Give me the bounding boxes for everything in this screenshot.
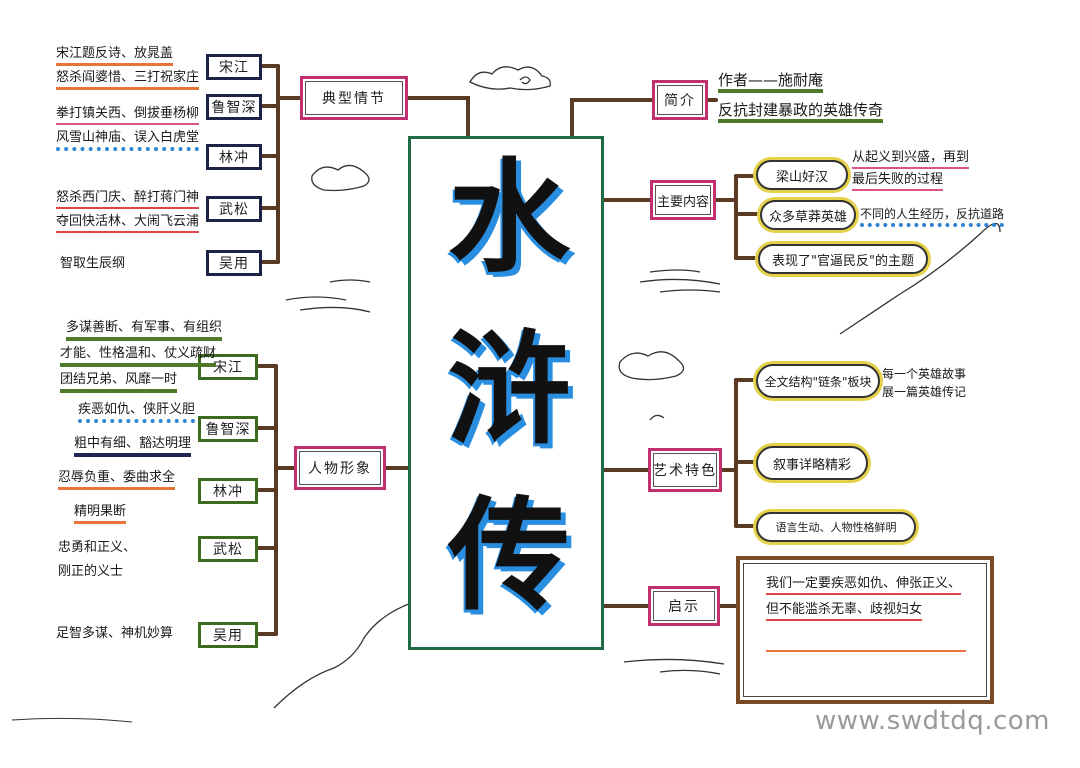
chars-tag-luzhishen: 鲁智深: [198, 416, 258, 442]
chars-linchong-line-1: 忍辱负重、委曲求全: [58, 470, 176, 490]
branch-content: 主要内容: [650, 180, 716, 220]
art-bubble-3: 语言生动、人物性格鲜明: [756, 512, 916, 542]
chars-linchong-line-2: 精明果断: [74, 504, 127, 524]
content-note-2: 最后失败的过程: [852, 172, 944, 191]
plots-tag-wuyong: 吴用: [206, 250, 262, 276]
branch-insight: 启示: [648, 586, 720, 626]
title-char-2: 浒: [448, 317, 570, 461]
chars-tag-wusong: 武松: [198, 536, 258, 562]
insight-box: 我们一定要疾恶如仇、伸张正义、 但不能滥杀无辜、歧视妇女: [736, 556, 994, 704]
plots-songjiang-line-1: 宋江题反诗、放晁盖: [56, 46, 174, 66]
plots-tag-wusong: 武松: [206, 196, 262, 222]
branch-characters: 人物形象: [294, 446, 386, 490]
chars-songjiang-line-1: 多谋善断、有军事、有组织: [66, 320, 223, 341]
chars-wusong-line-1: 忠勇和正义、: [58, 540, 137, 555]
insight-line-2: 但不能滥杀无辜、歧视妇女: [766, 602, 923, 621]
branch-intro: 简介: [652, 80, 708, 120]
branch-plots: 典型情节: [300, 76, 408, 120]
content-bubble-1: 梁山好汉: [756, 160, 848, 190]
plots-wusong-line-1: 怒杀西门庆、醉打蒋门神: [56, 190, 200, 209]
insight-blank-line: [766, 650, 966, 652]
art-note-1: 每一个英雄故事: [882, 367, 967, 381]
content-note-1: 从起义到兴盛，再到: [852, 150, 970, 169]
chars-tag-songjiang: 宋江: [198, 354, 258, 380]
chars-luzhishen-line-2: 粗中有细、豁达明理: [74, 436, 192, 457]
intro-line-2: 反抗封建暴政的英雄传奇: [718, 102, 884, 123]
content-note-3: 不同的人生经历，反抗道路: [860, 206, 1005, 227]
plots-luzhishen-line-2: 风雪山神庙、误入白虎堂: [56, 130, 200, 151]
plots-songjiang-line-2: 怒杀阎婆惜、三打祝家庄: [56, 70, 200, 90]
content-bubble-3: 表现了"官逼民反"的主题: [758, 244, 928, 274]
branch-art: 艺术特色: [648, 448, 722, 492]
plots-tag-luzhishen: 鲁智深: [206, 94, 262, 120]
chars-songjiang-line-2: 才能、性格温和、仗义疏财: [60, 346, 217, 367]
watermark: www.swdtdq.com: [815, 706, 1050, 736]
plots-tag-songjiang: 宋江: [206, 54, 262, 80]
chars-tag-wuyong: 吴用: [198, 622, 258, 648]
chars-tag-linchong: 林冲: [198, 478, 258, 504]
intro-line-1: 作者——施耐庵: [718, 72, 824, 93]
title-char-3: 传: [448, 483, 570, 627]
title-char-1: 水: [448, 145, 570, 289]
insight-line-1: 我们一定要疾恶如仇、伸张正义、: [766, 576, 962, 595]
content-bubble-2: 众多草莽英雄: [760, 200, 856, 230]
art-bubble-2: 叙事详略精彩: [756, 446, 868, 480]
chars-luzhishen-line-1: 疾恶如仇、侠肝义胆: [78, 402, 196, 423]
plots-wusong-line-2: 夺回快活林、大闹飞云浦: [56, 214, 200, 233]
chars-songjiang-line-3: 团结兄弟、风靡一时: [60, 372, 178, 393]
art-note-2: 展一篇英雄传记: [882, 385, 967, 399]
art-bubble-1: 全文结构"链条"板块: [756, 364, 880, 398]
plots-tag-linchong: 林冲: [206, 144, 262, 170]
central-title-box: 水 浒 传: [408, 136, 604, 650]
plots-luzhishen-line-1: 拳打镇关西、倒拔垂杨柳: [56, 106, 200, 125]
plots-wuyong-line-1: 智取生辰纲: [60, 256, 126, 271]
chars-wusong-line-2: 刚正的义士: [58, 564, 124, 579]
chars-wuyong-line-1: 足智多谋、神机妙算: [56, 626, 174, 641]
